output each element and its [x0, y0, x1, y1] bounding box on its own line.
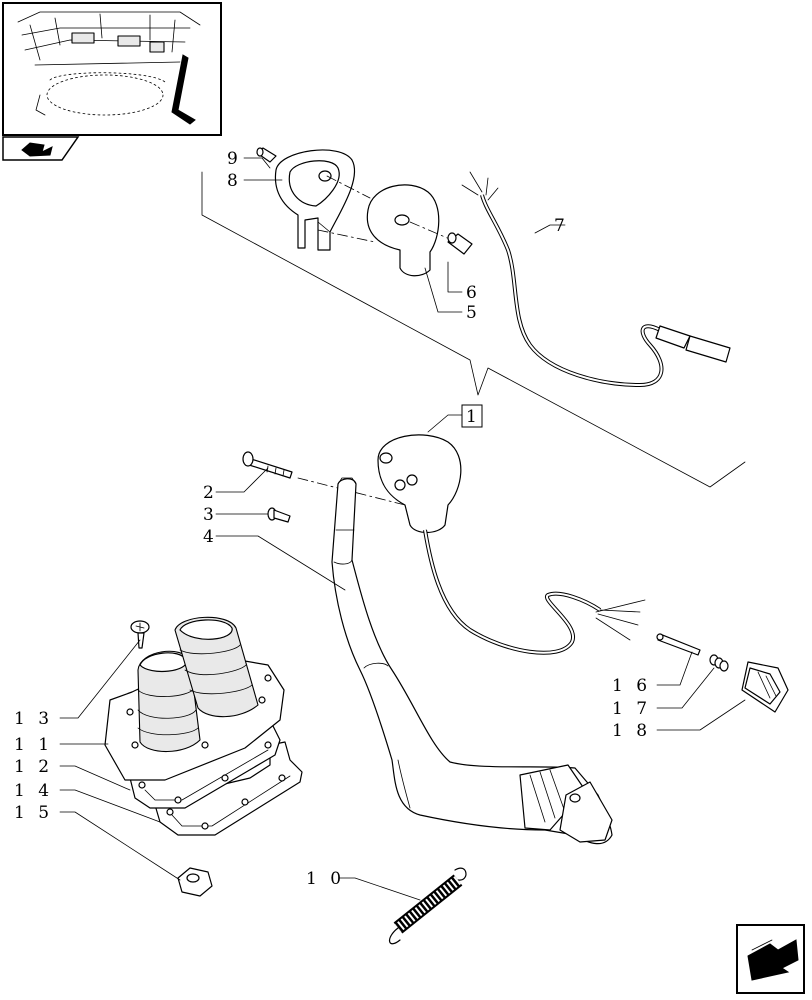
part-1-knob-assembly [377, 434, 462, 534]
callout-18[interactable]: 1 8 [612, 721, 651, 741]
part-5-knob-shell [366, 184, 440, 277]
callout-7[interactable]: 7 [554, 216, 569, 236]
part-13-screw [130, 620, 150, 649]
part-17-seal [709, 654, 729, 672]
part-3-screw [267, 507, 291, 523]
part-14-base-plate [154, 741, 303, 836]
part-9-pin [256, 147, 277, 163]
callout-16[interactable]: 1 6 [612, 676, 651, 696]
callout-9[interactable]: 9 [227, 149, 242, 169]
callout-2[interactable]: 2 [203, 483, 218, 503]
callout-12[interactable]: 1 2 [14, 757, 53, 777]
callout-8[interactable]: 8 [227, 171, 242, 191]
callout-17[interactable]: 1 7 [612, 699, 651, 719]
part-7-wire-harness [461, 171, 731, 388]
callout-3[interactable]: 3 [203, 505, 218, 525]
book-arrow-icon[interactable] [2, 136, 80, 161]
callout-4[interactable]: 4 [203, 527, 218, 547]
callout-1[interactable]: 1 [466, 407, 481, 427]
detail-frame [201, 171, 746, 488]
thumbnail-locator[interactable] [2, 2, 222, 136]
next-page-arrow-icon[interactable] [736, 924, 805, 994]
part-8-bracket [274, 149, 356, 251]
callout-labels: 1 2 3 4 5 6 7 8 9 1 0 1 1 1 2 1 3 1 4 1 … [14, 149, 651, 889]
callout-10[interactable]: 1 0 [306, 869, 345, 889]
callout-13[interactable]: 1 3 [14, 709, 53, 729]
part-2-screw [242, 451, 293, 479]
leader-lines [59, 157, 746, 901]
part-11-boot [104, 616, 285, 781]
callout-15[interactable]: 1 5 [14, 803, 53, 823]
part-16-terminal [656, 633, 701, 656]
callout-11[interactable]: 1 1 [14, 735, 53, 755]
part-4-gear-lever [331, 477, 613, 845]
callout-5[interactable]: 5 [466, 303, 481, 323]
part-10-spring [389, 867, 467, 945]
part-15-nut [177, 867, 213, 897]
part-18-connector-housing [741, 661, 789, 713]
callout-14[interactable]: 1 4 [14, 781, 53, 801]
tractor-cab-locator-icon [17, 11, 201, 125]
callout-6[interactable]: 6 [466, 283, 481, 303]
part-6-insert [447, 232, 473, 255]
